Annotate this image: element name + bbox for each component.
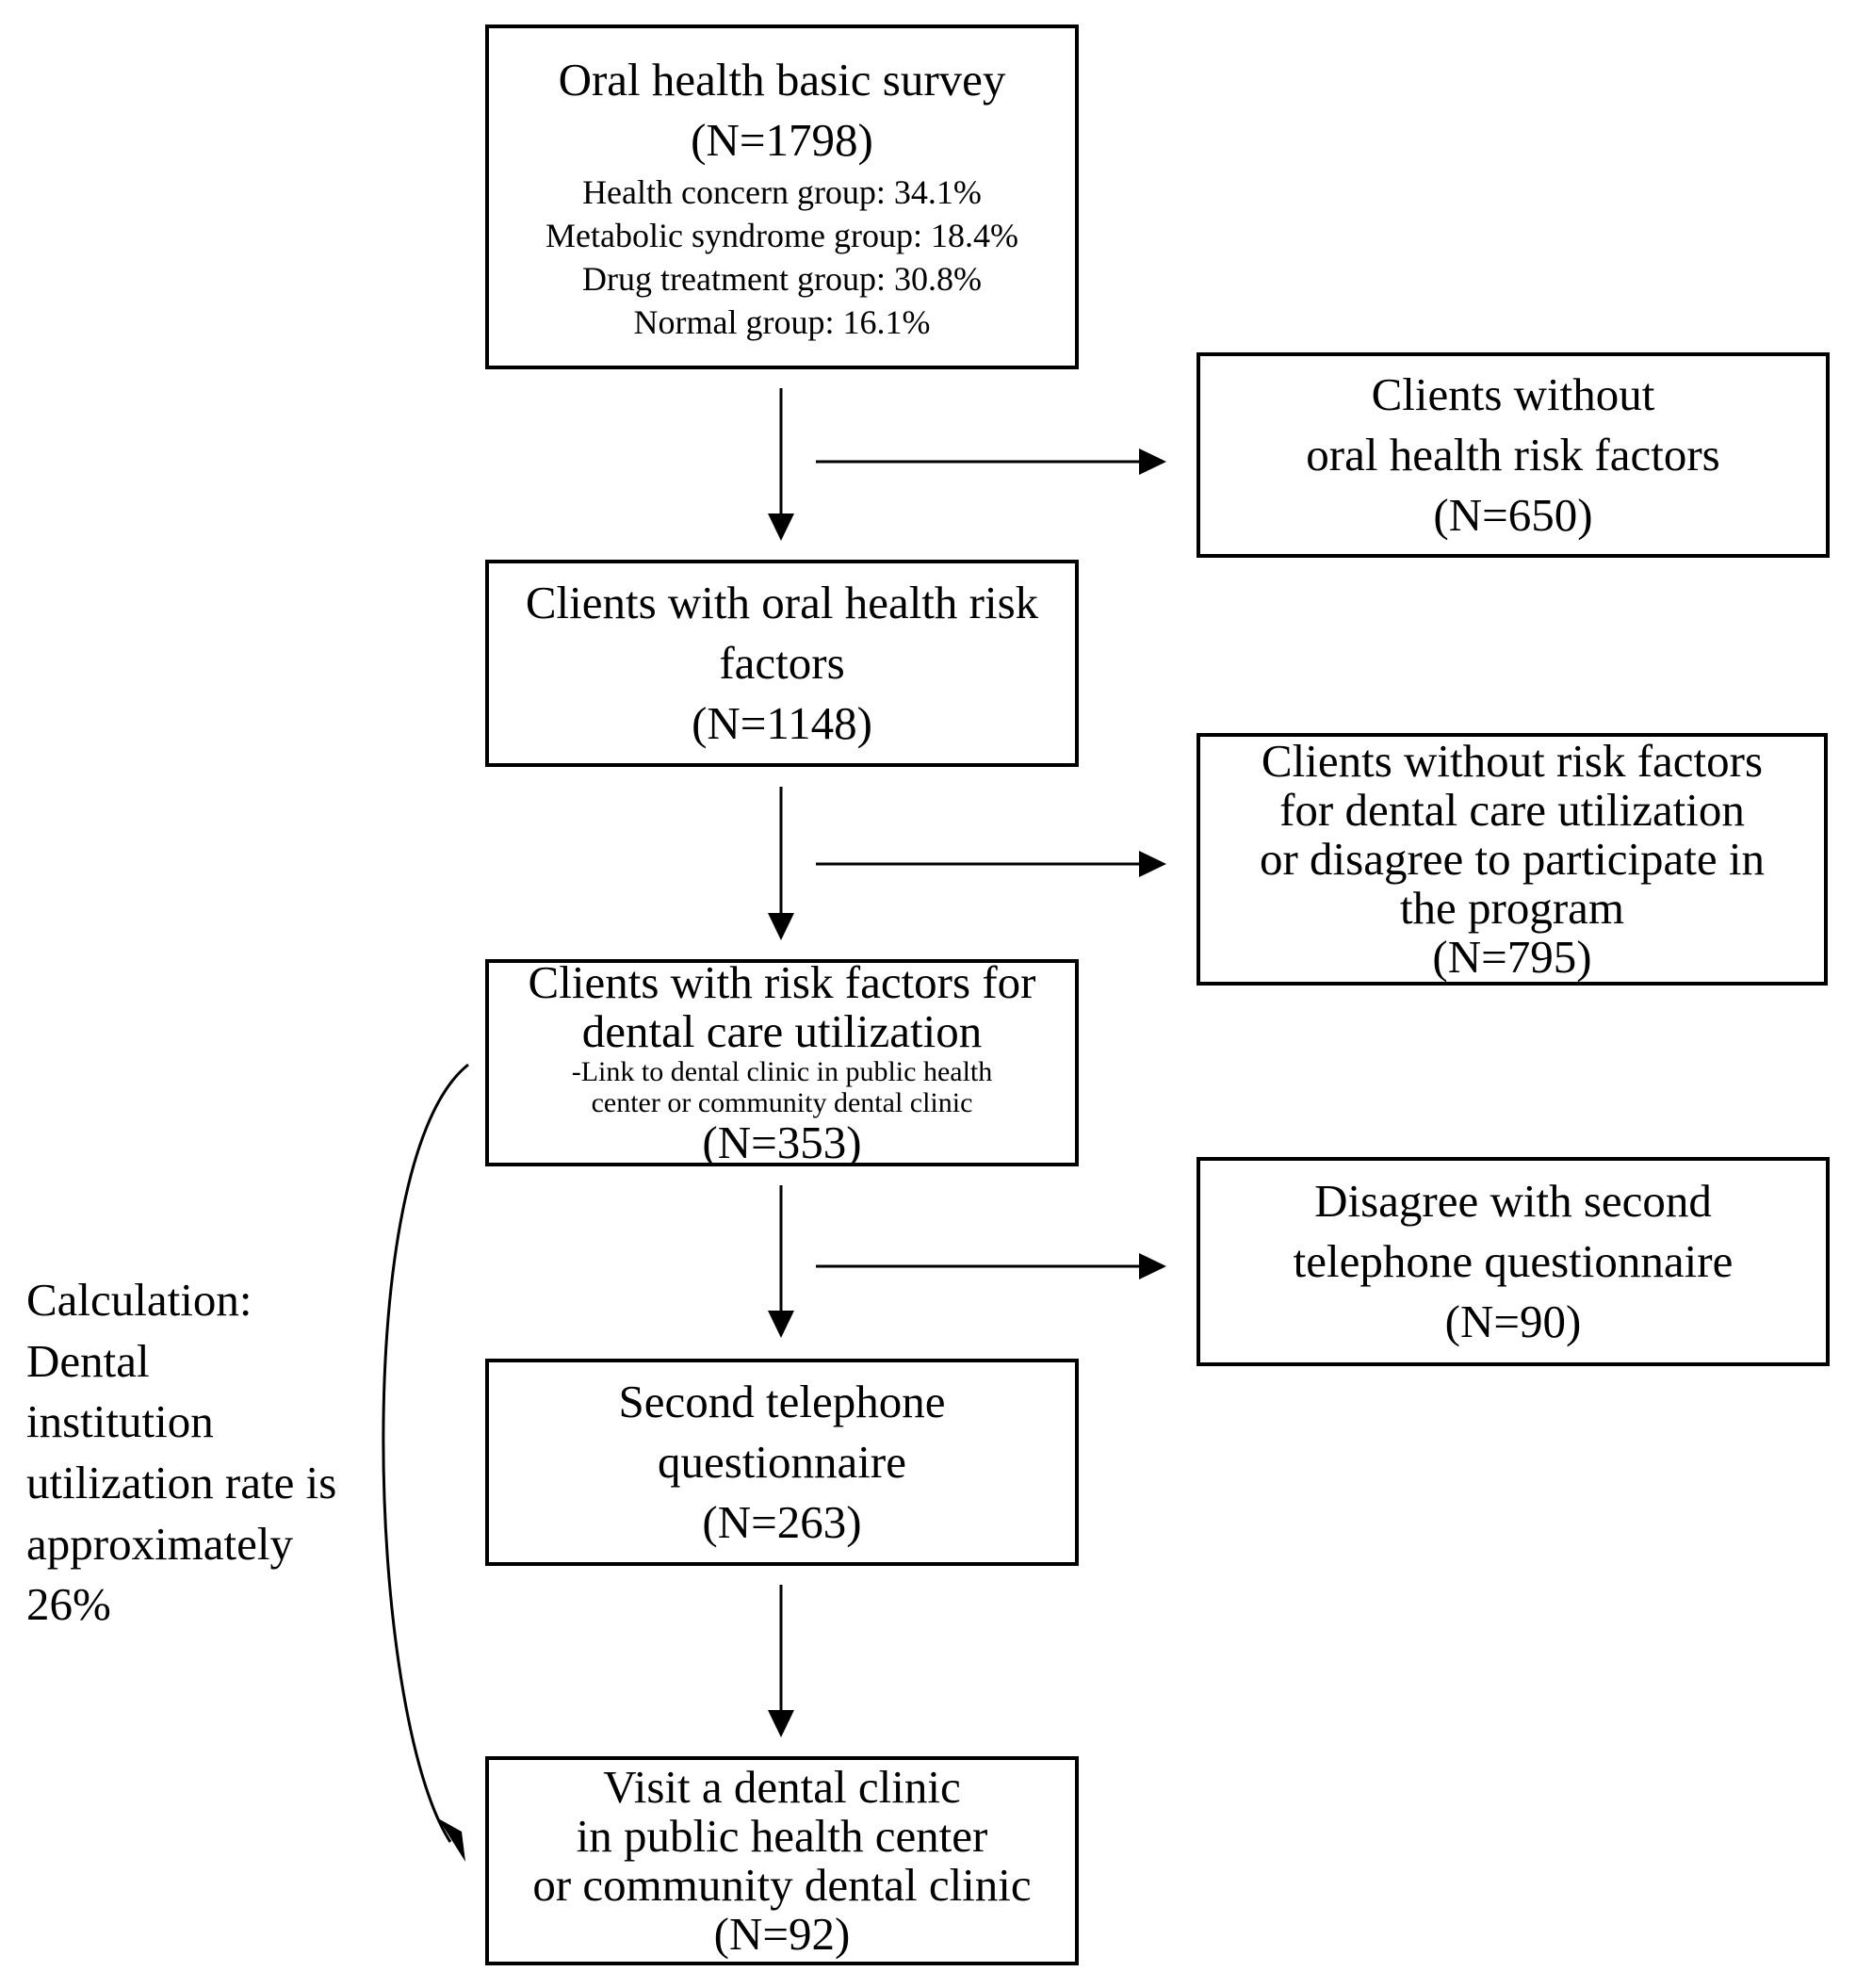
box-without-dental-risk: Clients without risk factors for dental … <box>1197 733 1828 986</box>
calculation-note-line: Dental <box>26 1334 150 1387</box>
with-oral-risk-line-2: factors <box>719 637 845 690</box>
visit-clinic-count: (N=92) <box>713 1907 851 1960</box>
calculation-note-line: 26% <box>26 1578 111 1631</box>
box-without-oral-risk: Clients without oral health risk factors… <box>1197 352 1830 558</box>
group-drug-treatment: Drug treatment group: 30.8% <box>582 259 982 298</box>
without-oral-risk-line-1: Clients without <box>1371 368 1655 421</box>
disagree-second-line-2: telephone questionnaire <box>1293 1235 1734 1288</box>
without-dental-risk-line-2: for dental care utilization <box>1279 784 1745 837</box>
second-questionnaire-line-1: Second telephone <box>618 1376 946 1428</box>
box-with-dental-risk: Clients with risk factors for dental car… <box>485 959 1079 1166</box>
calculation-note-line: utilization rate is <box>26 1457 337 1509</box>
without-oral-risk-count: (N=650) <box>1433 488 1593 541</box>
disagree-second-line-1: Disagree with second <box>1314 1175 1712 1228</box>
with-dental-risk-line-2: dental care utilization <box>581 1005 983 1058</box>
second-questionnaire-count: (N=263) <box>702 1495 862 1548</box>
arrowhead <box>1139 1253 1166 1279</box>
calculation-curve-arrow <box>382 1063 469 1843</box>
box-visit-clinic: Visit a dental clinic in public health c… <box>485 1756 1079 1965</box>
calculation-note-line: Calculation: <box>26 1274 252 1326</box>
with-dental-risk-count: (N=353) <box>702 1116 862 1166</box>
arrowhead <box>1139 851 1166 877</box>
visit-clinic-line-1: Visit a dental clinic <box>603 1761 961 1814</box>
disagree-second-count: (N=90) <box>1444 1295 1582 1347</box>
arrowhead <box>1139 448 1166 475</box>
survey-title: Oral health basic survey <box>558 54 1006 106</box>
group-health-concern: Health concern group: 34.1% <box>582 172 982 211</box>
without-dental-risk-count: (N=795) <box>1432 930 1592 983</box>
box-oral-health-survey: Oral health basic survey (N=1798) Health… <box>485 24 1079 369</box>
without-oral-risk-line-2: oral health risk factors <box>1306 429 1720 481</box>
with-dental-risk-sub-1: -Link to dental clinic in public health <box>571 1055 993 1087</box>
arrowhead <box>768 1710 794 1737</box>
second-questionnaire-line-2: questionnaire <box>658 1436 906 1489</box>
arrowhead <box>768 513 794 541</box>
without-dental-risk-line-3: or disagree to participate in <box>1259 833 1766 886</box>
without-dental-risk-line-4: the program <box>1399 881 1625 934</box>
survey-count: (N=1798) <box>691 113 873 166</box>
box-with-oral-risk: Clients with oral health risk factors (N… <box>485 560 1079 767</box>
visit-clinic-line-2: in public health center <box>576 1810 988 1863</box>
group-normal: Normal group: 16.1% <box>633 302 931 341</box>
calculation-note-line: institution <box>26 1395 214 1448</box>
calculation-note: Calculation: Dental institution utilizat… <box>26 1270 384 1636</box>
calculation-note-line: approximately <box>26 1517 294 1570</box>
with-oral-risk-line-1: Clients with oral health risk <box>525 577 1039 629</box>
with-oral-risk-count: (N=1148) <box>692 696 872 749</box>
with-dental-risk-line-1: Clients with risk factors for <box>528 959 1036 1009</box>
arrowhead <box>438 1818 465 1862</box>
visit-clinic-line-3: or community dental clinic <box>532 1859 1032 1911</box>
box-disagree-second: Disagree with second telephone questionn… <box>1197 1157 1830 1366</box>
with-dental-risk-sub-2: center or community dental clinic <box>591 1086 973 1118</box>
without-dental-risk-line-1: Clients without risk factors <box>1261 735 1764 788</box>
box-second-questionnaire: Second telephone questionnaire (N=263) <box>485 1359 1079 1566</box>
arrowhead <box>768 913 794 940</box>
group-metabolic-syndrome: Metabolic syndrome group: 18.4% <box>545 216 1018 254</box>
arrowhead <box>768 1311 794 1338</box>
